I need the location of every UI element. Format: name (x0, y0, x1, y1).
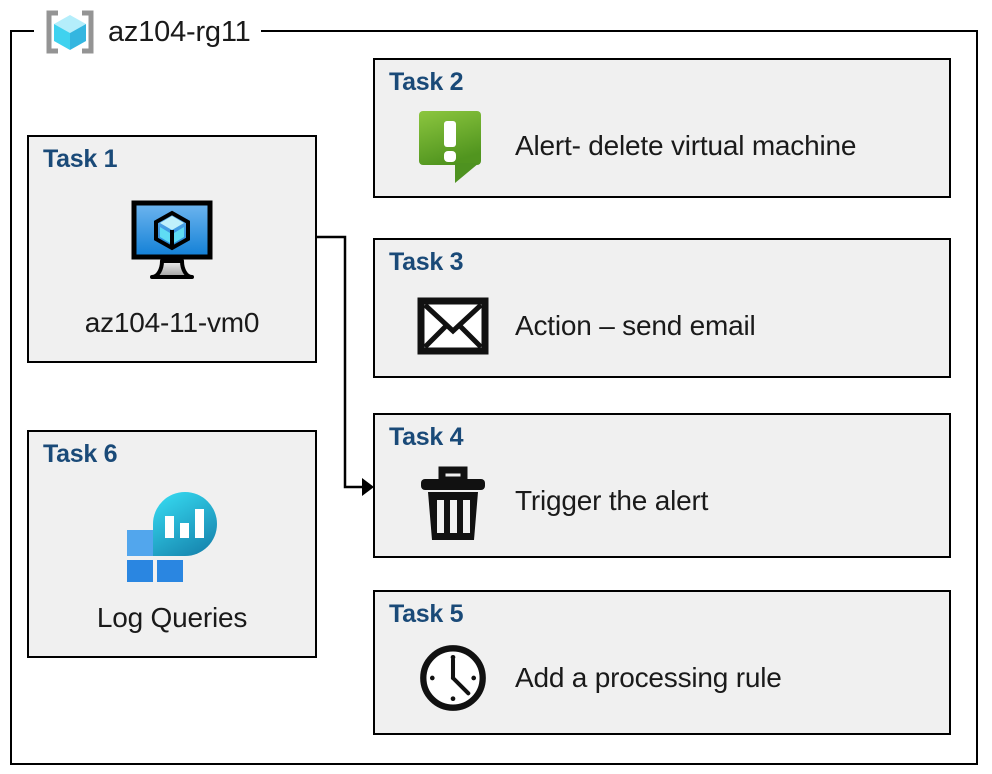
task-2-caption: Alert- delete virtual machine (515, 130, 857, 161)
task-2-title: Task 2 (389, 68, 464, 96)
task-1-title: Task 1 (43, 145, 118, 173)
azure-resource-group-icon (42, 9, 98, 55)
task-4-row: Trigger the alert (417, 459, 939, 543)
alert-callout-icon (417, 106, 489, 186)
trash-can-icon (417, 461, 489, 541)
task-1-caption-wrap: az104-11-vm0 (29, 307, 315, 339)
task-3-row: Action – send email (417, 284, 939, 368)
card-task-6[interactable]: Task 6 Lo (27, 430, 317, 658)
task-1-caption: az104-11-vm0 (84, 307, 260, 338)
task-5-row: Add a processing rule (417, 636, 939, 720)
resource-group-name: az104-rg11 (108, 15, 251, 48)
card-task-4[interactable]: Task 4 Trigger the alert (373, 413, 951, 558)
task-5-title: Task 5 (389, 600, 464, 628)
task-3-caption: Action – send email (515, 310, 756, 341)
card-task-5[interactable]: Task 5 Add a processing rule (373, 590, 951, 735)
task-5-caption: Add a processing rule (515, 662, 782, 693)
virtual-machine-icon (29, 195, 315, 287)
envelope-icon (417, 286, 489, 366)
resource-group-container: az104-rg11 (10, 4, 978, 765)
task-2-row: Alert- delete virtual machine (417, 104, 939, 188)
task-6-caption: Log Queries (96, 602, 248, 633)
task-4-caption: Trigger the alert (515, 485, 709, 516)
task-6-caption-wrap: Log Queries (29, 602, 315, 634)
card-task-3[interactable]: Task 3 Action – send email (373, 238, 951, 378)
task-6-title: Task 6 (43, 440, 118, 468)
task-3-title: Task 3 (389, 248, 464, 276)
card-task-2[interactable]: Task 2 Alert- delete virtual machin (373, 58, 951, 198)
log-analytics-icon (29, 490, 315, 582)
resource-group-header: az104-rg11 (34, 4, 261, 60)
clock-icon (417, 638, 489, 718)
task-4-title: Task 4 (389, 423, 464, 451)
card-task-1[interactable]: Task 1 (27, 135, 317, 363)
